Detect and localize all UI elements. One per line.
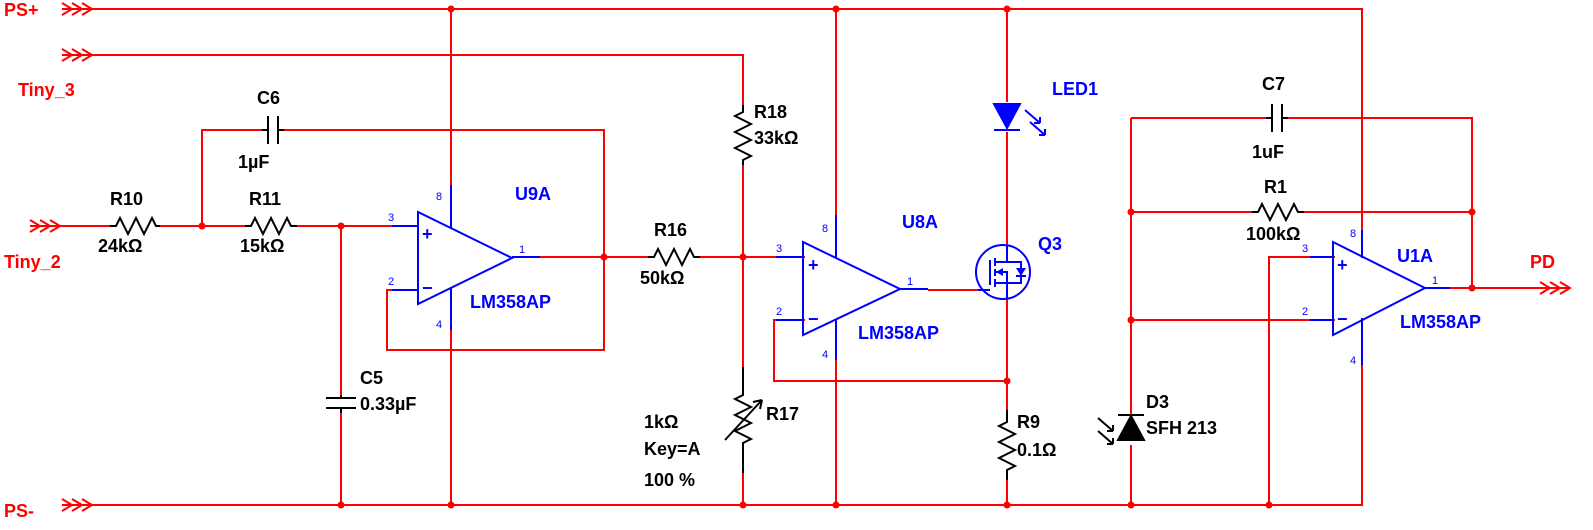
u1a-minus-sign: −: [1337, 309, 1348, 329]
net-label-ps-minus: PS-: [4, 501, 34, 521]
capacitor-c6[interactable]: C6 1µF: [238, 88, 284, 172]
capacitor-c5-icon: [326, 395, 356, 413]
u8a-pin2: 2: [776, 306, 782, 318]
u9a-ref: U9A: [515, 184, 551, 204]
resistor-r11-icon: [245, 215, 297, 237]
r16-value: 50kΩ: [640, 268, 684, 288]
potentiometer-r17[interactable]: R17 1kΩ Key=A 100 %: [644, 367, 799, 490]
opamp-u9a-icon: [417, 210, 515, 306]
resistor-r9[interactable]: R9 0.1Ω: [996, 410, 1056, 480]
c5-ref: C5: [360, 368, 383, 388]
d3-ref: D3: [1146, 392, 1169, 412]
u9a-minus-sign: −: [422, 278, 433, 298]
ps-minus-connector-icon: [61, 498, 98, 512]
r18-ref: R18: [754, 102, 787, 122]
resistor-r10-icon: [110, 215, 160, 237]
capacitor-c7-icon: [1266, 104, 1288, 132]
led-led1[interactable]: LED1: [992, 79, 1098, 136]
net-label-tiny2: Tiny_2: [4, 252, 61, 272]
net-label-pd: PD: [1530, 252, 1555, 272]
u1a-plus-sign: +: [1337, 255, 1348, 275]
mosfet-q3-icon: [975, 244, 1031, 300]
u1a-pin8: 8: [1350, 228, 1356, 240]
ps-plus-connector-icon: [61, 2, 98, 16]
opamp-u8a[interactable]: + − 3 2 1 8 4 U8A LM358AP: [776, 212, 939, 361]
u8a-pin1: 1: [907, 276, 913, 288]
u8a-minus-sign: −: [808, 309, 819, 329]
u9a-pin8: 8: [436, 191, 442, 203]
q3-ref: Q3: [1038, 234, 1062, 254]
r9-value: 0.1Ω: [1017, 440, 1056, 460]
tiny3-connector-icon: [61, 48, 98, 62]
junctions: [198, 5, 1476, 509]
u1a-pin2: 2: [1302, 306, 1308, 318]
u8a-pin4: 4: [822, 349, 828, 361]
resistor-r1-icon: [1252, 201, 1304, 223]
u9a-pin2: 2: [388, 276, 394, 288]
mosfet-q3[interactable]: Q3: [975, 234, 1062, 300]
led1-icon: [992, 103, 1022, 131]
tiny2-connector-icon: [29, 219, 98, 233]
r11-ref: R11: [249, 189, 281, 209]
u9a-pin3: 3: [388, 212, 394, 224]
r9-ref: R9: [1017, 412, 1040, 432]
c6-ref: C6: [257, 88, 280, 108]
r1-ref: R1: [1264, 177, 1287, 197]
resistor-r10[interactable]: R10 24kΩ: [98, 189, 160, 256]
photodiode-d3[interactable]: D3 SFH 213: [1097, 392, 1217, 445]
r17-key: Key=A: [644, 439, 701, 459]
photodiode-d3-icon: [1116, 413, 1146, 441]
resistor-r18[interactable]: R18 33kΩ: [732, 102, 798, 165]
d3-part: SFH 213: [1146, 418, 1217, 438]
r16-ref: R16: [654, 220, 687, 240]
resistor-r11[interactable]: R11 15kΩ: [240, 189, 297, 256]
net-label-ps-plus: PS+: [4, 0, 39, 20]
u8a-pin3: 3: [776, 243, 782, 255]
opamp-u9a[interactable]: + − 3 2 1 8 4 U9A LM358AP: [388, 184, 551, 331]
resistor-r18-icon: [732, 105, 754, 165]
resistor-r1[interactable]: R1 100kΩ: [1246, 177, 1304, 244]
u1a-pin4: 4: [1350, 355, 1356, 367]
net-connectors: [29, 2, 1572, 512]
r10-value: 24kΩ: [98, 236, 142, 256]
capacitor-c6-icon: [262, 116, 284, 144]
u1a-pin3: 3: [1302, 243, 1308, 255]
resistor-r16-icon: [648, 246, 700, 268]
wires: [98, 8, 1562, 506]
opamp-u1a[interactable]: + − 3 2 1 8 4 U1A LM358AP: [1302, 228, 1481, 367]
r17-value: 1kΩ: [644, 412, 678, 432]
led1-ref: LED1: [1052, 79, 1098, 99]
c7-ref: C7: [1262, 74, 1285, 94]
c5-value: 0.33µF: [360, 394, 416, 414]
potentiometer-r17-icon: [732, 367, 754, 473]
r17-setting: 100 %: [644, 470, 695, 490]
u9a-plus-sign: +: [422, 224, 433, 244]
u9a-pin4: 4: [436, 319, 442, 331]
u9a-pin1: 1: [519, 244, 525, 256]
u8a-part: LM358AP: [858, 323, 939, 343]
r18-value: 33kΩ: [754, 128, 798, 148]
r1-value: 100kΩ: [1246, 224, 1300, 244]
resistor-r16[interactable]: R16 50kΩ: [640, 220, 700, 288]
u1a-pin1: 1: [1432, 275, 1438, 287]
capacitor-c5[interactable]: C5 0.33µF: [326, 368, 416, 414]
r11-value: 15kΩ: [240, 236, 284, 256]
u1a-ref: U1A: [1397, 246, 1433, 266]
u8a-ref: U8A: [902, 212, 938, 232]
r10-ref: R10: [110, 189, 143, 209]
u8a-pin8: 8: [822, 223, 828, 235]
capacitor-c7[interactable]: C7 1uF: [1252, 74, 1288, 162]
opamp-u1a-icon: [1332, 240, 1428, 337]
c6-value: 1µF: [238, 152, 269, 172]
c7-value: 1uF: [1252, 142, 1284, 162]
net-label-tiny3: Tiny_3: [18, 80, 75, 100]
u9a-part: LM358AP: [470, 292, 551, 312]
resistor-r9-icon: [996, 410, 1018, 480]
u1a-part: LM358AP: [1400, 312, 1481, 332]
r17-ref: R17: [766, 404, 799, 424]
u8a-plus-sign: +: [808, 255, 819, 275]
pd-connector-icon: [1539, 281, 1572, 295]
opamp-u8a-icon: [802, 240, 903, 337]
